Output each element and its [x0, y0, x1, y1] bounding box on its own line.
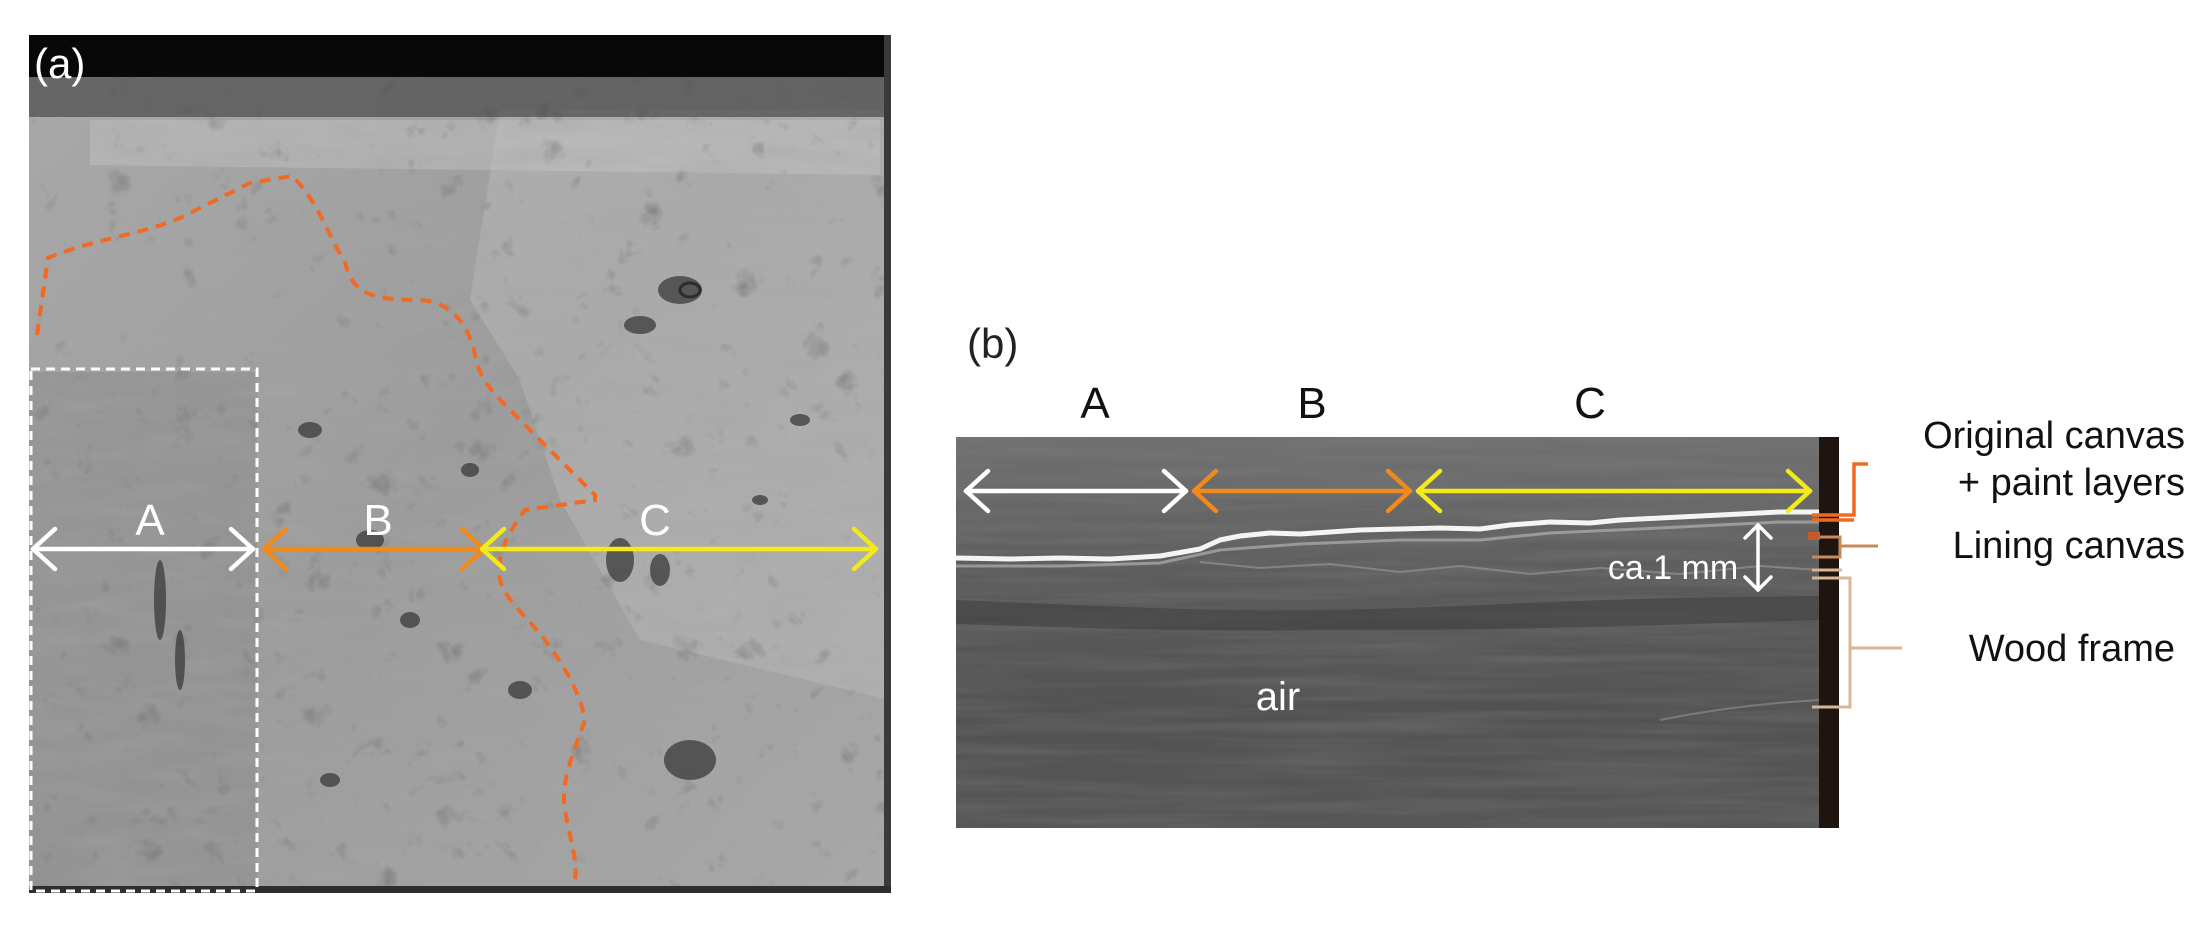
panel-b-region-b-header: B: [1297, 379, 1326, 428]
panel-b-region-a-header: A: [1080, 379, 1110, 428]
panel-b-arrow-a: [963, 468, 1189, 514]
oct-surface-glow: [956, 520, 1820, 568]
oct-lining-echo: [1199, 561, 1821, 576]
oct-surface-line: [955, 509, 1820, 562]
panel-a-arrow-c: [479, 526, 879, 572]
thickness-arrow: [1743, 523, 1773, 592]
panel-a-ring-blemish: [678, 281, 702, 299]
panel-a: A B C (a): [29, 35, 891, 893]
panel-b: (b) A B C: [955, 320, 2185, 828]
layer-label-original-line2: + paint layers: [1958, 462, 2185, 504]
panel-a-bottom-edge: [29, 886, 891, 893]
thickness-label: ca.1 mm: [1608, 549, 1738, 587]
region-boundary-line: [35, 173, 597, 881]
oct-frame-echo: [1659, 699, 1821, 721]
callout-lining-bracket: [1808, 532, 1878, 559]
panel-a-right-edge: [884, 35, 891, 893]
layer-label-original-line1: Original canvas: [1923, 415, 2185, 457]
panel-a-spots: [29, 35, 891, 893]
oct-scan-texture: [956, 437, 1839, 828]
panel-a-region-b-label: B: [363, 496, 392, 545]
panel-a-arrow-a: [30, 526, 256, 572]
panel-a-edge-band: [29, 77, 891, 117]
panel-b-region-c-header: C: [1574, 379, 1606, 428]
oct-right-edge: [1819, 437, 1839, 828]
panel-b-label: (b): [967, 320, 1018, 367]
layer-label-wood: Wood frame: [1969, 628, 2175, 670]
panel-b-arrow-b: [1191, 468, 1413, 514]
layer-label-lining: Lining canvas: [1953, 525, 2185, 567]
oct-dark-band: [956, 596, 1820, 631]
panel-a-region-c-label: C: [639, 496, 671, 545]
panel-a-top-strip: [29, 35, 891, 77]
region-a-box: [29, 367, 259, 893]
callout-original-bracket: [1812, 462, 1868, 522]
panel-a-label: (a): [34, 40, 85, 87]
air-label: air: [1256, 675, 1300, 719]
panel-b-arrow-c: [1415, 468, 1813, 514]
panel-a-region-a-label: A: [135, 496, 165, 545]
callout-wood-bracket: [1812, 568, 1902, 709]
